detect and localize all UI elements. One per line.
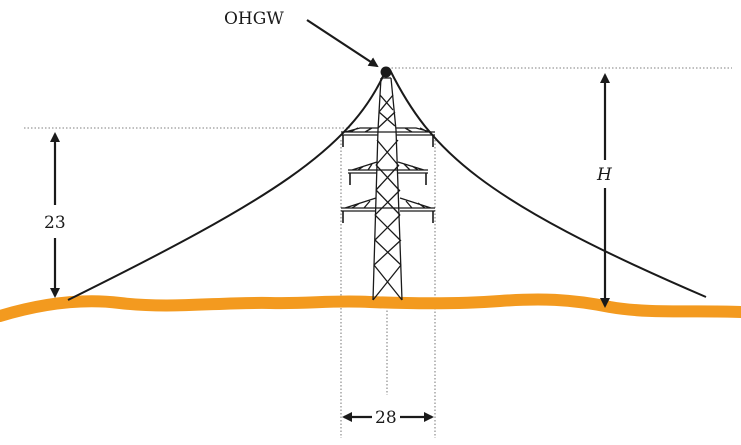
transmission-tower xyxy=(341,77,435,301)
tower-body-outline xyxy=(372,129,403,301)
left-height-label: 23 xyxy=(44,213,66,233)
tower-body-bracing xyxy=(372,139,403,301)
crossarm-bottom xyxy=(341,197,435,212)
insulators xyxy=(342,135,434,223)
left-protection-arc xyxy=(67,71,386,301)
ohgw-label: OHGW xyxy=(224,9,284,29)
ohgw-conductor xyxy=(380,66,392,78)
tower-peak-bracing xyxy=(377,94,396,129)
ground-surface xyxy=(0,293,741,322)
ohgw-pointer-arrow xyxy=(306,19,379,68)
base-width-label: 28 xyxy=(375,408,397,428)
tower-peak xyxy=(377,77,397,131)
reference-lines xyxy=(24,67,732,438)
right-height-label: H xyxy=(596,165,613,185)
right-protection-arc xyxy=(389,69,707,298)
crossarm-middle xyxy=(348,161,428,174)
crossarm-top xyxy=(341,127,435,136)
